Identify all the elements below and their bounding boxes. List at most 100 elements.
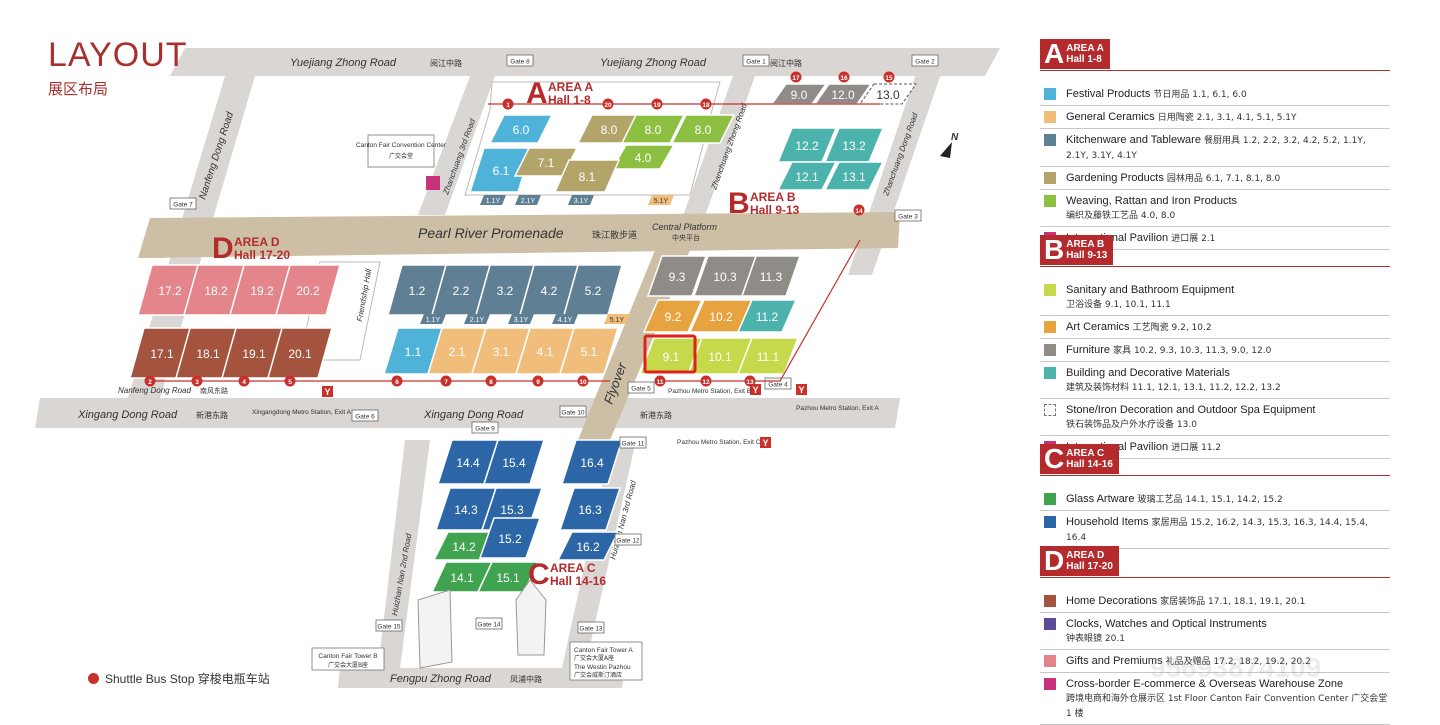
mini-hall-2: [568, 195, 594, 205]
tower-b-box: [311, 647, 385, 671]
legend-category: General Ceramics: [1066, 111, 1158, 123]
legend-halls: 2.1: [1201, 234, 1216, 244]
hall-1-2-label: 1.2: [409, 284, 426, 298]
shuttle-label: Shuttle Bus Stop 穿梭电瓶车站: [105, 672, 270, 686]
legend-swatch: [1044, 493, 1056, 505]
legend-halls: 10.2, 9.3, 10.3, 11.3, 9.0, 12.0: [1133, 346, 1272, 356]
shuttle-stop-10: [577, 375, 589, 387]
hall-6-1: 6.1: [468, 147, 534, 193]
legend-category-cn: 卫浴设备: [1066, 300, 1105, 310]
shuttle-stop-18: [700, 98, 712, 110]
legend-halls: 1st Floor Canton Fair Convention Center …: [1066, 694, 1388, 719]
legend-swatch: [1044, 516, 1056, 528]
shuttle-stop-1-label: 1: [506, 102, 510, 109]
area-d-name: AREA D: [234, 235, 280, 249]
legend-category: Building and Decorative Materials: [1066, 367, 1230, 379]
hall-13-1-shape: [823, 161, 885, 191]
legend-text: Weaving, Rattan and Iron Products 编织及藤铁工…: [1066, 194, 1237, 223]
metro-pazhou-a-icon: [796, 384, 807, 395]
legend-row-a-1: General Ceramics 日用陶瓷 2.1, 3.1, 4.1, 5.1…: [1040, 106, 1390, 129]
hall-8-1: 8.1: [553, 159, 621, 193]
legend-text: Household Items 家居用品 15.2, 16.2, 14.3, 1…: [1066, 515, 1390, 545]
hall-10-2-label: 10.2: [709, 310, 733, 324]
mini-hall-0: [480, 195, 506, 205]
road-label-central: Central Platform: [652, 222, 718, 232]
legend-swatch: [1044, 595, 1056, 607]
road-label-xingang-left-cn: 新港东路: [196, 410, 228, 420]
legend-letter: A: [1044, 38, 1065, 69]
road-fengpu: [338, 668, 625, 688]
shuttle-stop-3-label: 3: [195, 379, 199, 386]
shuttle-stop-12: [700, 375, 712, 387]
legend-swatch: [1044, 172, 1056, 184]
legend-row-b-2: Furniture 家具 10.2, 9.3, 10.3, 11.3, 9.0,…: [1040, 339, 1390, 362]
mini-hall-8: [604, 314, 630, 324]
gate-1-box: [742, 54, 770, 67]
shuttle-stop-10-label: 10: [579, 379, 587, 386]
hall-15-1-label: 15.1: [496, 571, 520, 585]
legend-category-cn: 跨境电商和海外仓展示区: [1066, 694, 1168, 704]
legend-category: Cross-border E-commerce & Overseas Wareh…: [1066, 678, 1344, 690]
legend-category: Stone/Iron Decoration and Outdoor Spa Eq…: [1066, 404, 1316, 416]
hall-12-1: 12.1: [776, 161, 838, 191]
hall-9-3-label: 9.3: [669, 270, 686, 284]
legend-category: Kitchenware and Tableware: [1066, 134, 1204, 146]
mini-hall-7: [552, 314, 578, 324]
hall-13-1: 13.1: [823, 161, 885, 191]
pearl-river-promenade: [138, 212, 900, 258]
shuttle-stop-7: [440, 375, 452, 387]
shuttle-stop-1: [502, 98, 514, 110]
hall-2-1: 2.1: [426, 327, 488, 375]
area-a-name: AREA A: [548, 80, 593, 94]
legend-row-a-0: Festival Products 节日用品 1.1, 6.1, 6.0: [1040, 83, 1390, 106]
hall-14-3-label: 14.3: [454, 503, 478, 517]
hall-4-2-label: 4.2: [541, 284, 558, 298]
mini-hall-4: [420, 314, 446, 324]
hall-18-2-label: 18.2: [204, 284, 228, 298]
gate-10-box: [559, 405, 587, 418]
hall-20-2: 20.2: [275, 264, 341, 316]
metro-pazhou-b-label: Pazhou Metro Station, Exit B: [668, 388, 751, 395]
metro-pazhou-a-label: Pazhou Metro Station, Exit A: [796, 405, 879, 412]
hall-1-2: 1.2: [387, 264, 447, 316]
legend-text: Gardening Products 园林用品 6.1, 7.1, 8.1, 8…: [1066, 171, 1280, 186]
hall-13-0: 13.0: [859, 83, 917, 105]
area-b-letter: B: [728, 187, 750, 220]
hall-20-1-shape: [267, 327, 333, 379]
gate-15-box: [375, 619, 403, 632]
legend-text: Glass Artware 玻璃工艺品 14.1, 15.1, 14.2, 15…: [1066, 492, 1283, 507]
road-label-xingang-mid: Xingang Dong Road: [423, 409, 524, 421]
shuttle-stop-14-label: 14: [855, 208, 863, 215]
metro-xingangdong-glyph: Y: [324, 387, 330, 397]
legend-category-cn: 进口展: [1171, 234, 1202, 244]
hall-1-1-label: 1.1: [405, 345, 422, 359]
gate-5-box: [627, 381, 655, 394]
shuttle-stop-12-label: 12: [702, 379, 710, 386]
shuttle-stop-5-label: 5: [288, 379, 292, 386]
hall-4-0-label: 4.0: [635, 151, 652, 165]
hall-16-2-shape: [556, 531, 620, 561]
legend-row-b-4: Stone/Iron Decoration and Outdoor Spa Eq…: [1040, 399, 1390, 436]
legend-swatch: [1044, 678, 1056, 690]
gate-7-box: [169, 197, 197, 210]
legend-halls: 15.2, 16.2, 14.3, 15.3, 16.3, 14.4, 15.4…: [1066, 518, 1368, 543]
westin-label: The Westin Pazhou: [574, 664, 631, 671]
hall-17-2: 17.2: [137, 264, 203, 316]
legend-row-b-1: Art Ceramics 工艺陶瓷 9.2, 10.2: [1040, 316, 1390, 339]
shuttle-route-east: [660, 239, 861, 382]
gate-9-label: Gate 9: [475, 426, 495, 433]
hall-17-1-label: 17.1: [150, 347, 174, 361]
hall-13-0-label: 13.0: [876, 88, 900, 102]
flyover-ramp: [578, 250, 690, 440]
hall-20-1: 20.1: [267, 327, 333, 379]
hall-9-2-label: 9.2: [665, 310, 682, 324]
convention-center-label-cn: 广交会堂: [389, 152, 413, 160]
legend-row-a-3: Gardening Products 园林用品 6.1, 7.1, 8.1, 8…: [1040, 167, 1390, 190]
legend-spacer: [1040, 71, 1390, 83]
legend-area-halls: Hall 9-13: [1066, 250, 1108, 261]
